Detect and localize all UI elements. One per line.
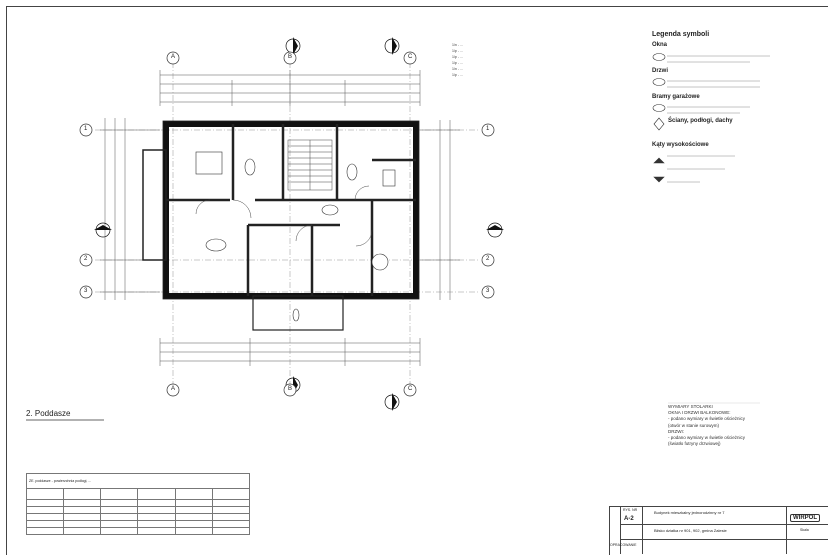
axis-label-a-top: A: [171, 54, 176, 60]
axis-label-a-bottom: A: [171, 386, 176, 392]
joinery-line: - podano wymiary w świetle ościeżnicy: [668, 435, 746, 441]
axis-label-3-right: 3: [486, 288, 490, 294]
grid-axes: [95, 62, 480, 385]
title-block-stage: OPRACOWANIE: [610, 543, 637, 547]
note-line: 1/p - ...: [452, 49, 463, 53]
axis-label-2-left: 2: [84, 256, 88, 262]
axis-label-c-bottom: C: [408, 386, 413, 392]
axis-label-b-top: B: [288, 54, 293, 60]
staircase: [287, 139, 333, 191]
exterior-walls: [163, 121, 419, 299]
joinery-line: OKNA I DRZWI BALKONOWE:: [668, 410, 731, 416]
drawing-notes: 1/n - ... 1/p - ... 1/p - ... 1/p - ... …: [452, 42, 463, 78]
fixtures: [195, 151, 396, 322]
title-block-label-nr: RYS. NR: [623, 508, 638, 512]
joinery-line: (światło futryny drzwiowej): [668, 441, 721, 447]
joinery-line: (otwór w stanie surowym): [668, 422, 720, 428]
axis-label-1-left: 1: [84, 126, 88, 132]
wall-hatching: [162, 120, 420, 300]
company-logo: WIRPOL: [790, 514, 820, 522]
joinery-notes: WYMIARY STOLARKI OKNA I DRZWI BALKONOWE:…: [668, 404, 745, 447]
legend-heading-levels: Kąty wysokościowe: [652, 142, 709, 148]
axis-label-3-left: 3: [84, 288, 88, 294]
area-table-caption: ZE. poddasze - powierzchnia podłogi, ...: [26, 473, 250, 489]
legend-heading-windows: Okna: [652, 42, 668, 48]
note-line: 1/p - ...: [452, 55, 463, 59]
left-bay: [142, 149, 167, 261]
title-block: [609, 506, 828, 555]
section-arrows: [94, 37, 504, 411]
dimension-lines-right: [420, 120, 460, 300]
legend-heading-garage-doors: Bramy garażowe: [652, 94, 700, 100]
sheet-border: [6, 6, 828, 555]
balcony: [252, 295, 344, 331]
title-block-sheet-number: A-2: [624, 516, 634, 522]
legend-heading-doors: Drzwi: [652, 68, 669, 74]
legend-title: Legenda symboli: [652, 31, 710, 38]
legend-heading-walls: Ściany, podłogi, dachy: [668, 118, 733, 124]
title-block-project: Budynek mieszkalny jednorodzinny nr 7: [654, 510, 725, 515]
axis-label-1-right: 1: [486, 126, 490, 132]
axis-label-b-bottom: B: [288, 386, 293, 392]
note-line: 1/n - ...: [452, 67, 463, 71]
area-table: ZE. poddasze - powierzchnia podłogi, ...: [25, 473, 251, 535]
interior-walls: [166, 124, 416, 296]
axis-label-c-top: C: [408, 54, 413, 60]
axis-label-2-right: 2: [486, 256, 490, 262]
title-block-label-scale: Skala: [800, 528, 809, 532]
legend-symbols: [652, 53, 666, 183]
axis-bubbles: [79, 51, 495, 397]
sheet-title: 2. Poddasze: [26, 409, 71, 418]
dimension-lines-left: [100, 118, 160, 300]
note-line: 1/p - ...: [452, 73, 463, 77]
joinery-line: DRZWI:: [668, 428, 684, 434]
legend-lines: [667, 55, 770, 183]
note-line: 1/p - ...: [452, 61, 463, 65]
title-block-location: Biłsko działka nr 901, 902, gmina Zalesi…: [654, 528, 727, 533]
joinery-line: - podano wymiary w świetle ościeżnicy: [668, 416, 746, 422]
note-line: 1/n - ...: [452, 43, 463, 47]
door-swings: [195, 185, 373, 247]
joinery-line: WYMIARY STOLARKI: [668, 404, 713, 409]
